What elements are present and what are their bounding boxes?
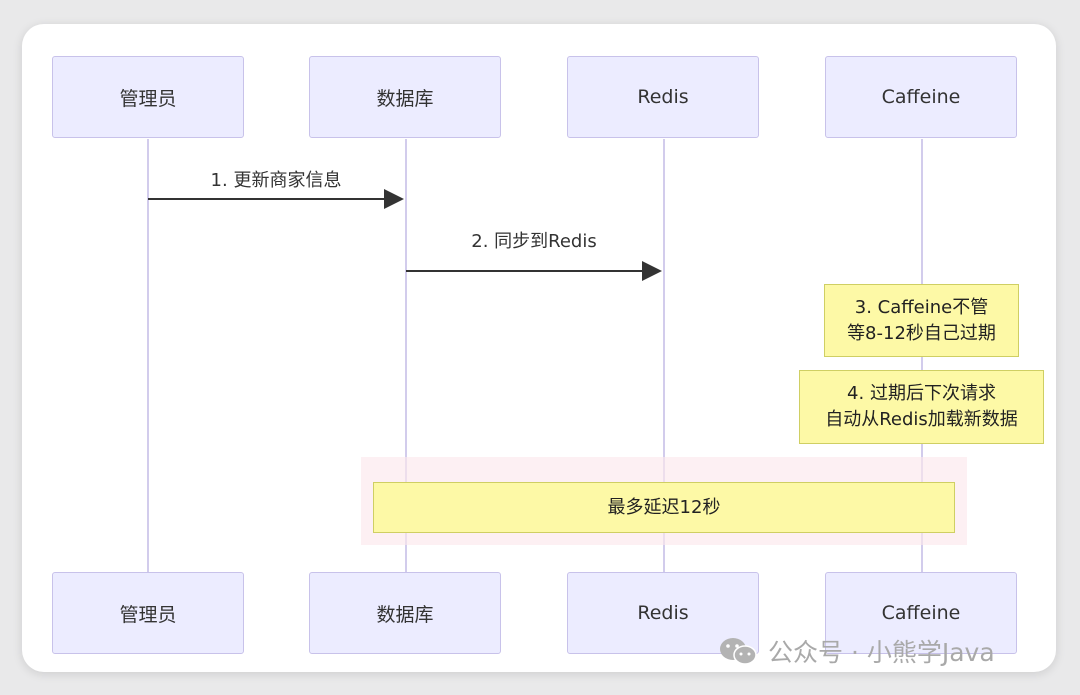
actor-label: Caffeine [881,86,961,108]
actor-label: Redis [637,86,689,108]
actor-bottom-admin: 管理员 [52,572,244,654]
actor-label: 数据库 [376,603,434,626]
actor-bottom-db: 数据库 [309,572,501,654]
note-caffeine-expire: 3. Caffeine不管 等8-12秒自己过期 [824,284,1019,357]
actor-top-db: 数据库 [309,56,501,138]
note-line: 自动从Redis加载新数据 [825,409,1018,430]
note-line: 最多延迟12秒 [607,496,721,518]
lifeline-admin [147,139,149,572]
note-reload-from-redis: 4. 过期后下次请求 自动从Redis加载新数据 [799,370,1044,444]
message-label-1: 1. 更新商家信息 [210,170,342,191]
actor-top-caffeine: Caffeine [825,56,1017,138]
message-label-2: 2. 同步到Redis [471,231,597,252]
note-line: 3. Caffeine不管 [854,296,989,318]
watermark: 公众号 · 小熊学Java [718,633,995,669]
actor-label: 管理员 [119,87,177,110]
actor-label: Caffeine [881,602,961,624]
note-line: 等8-12秒自己过期 [847,322,996,344]
actor-label: 数据库 [376,87,434,110]
wechat-icon [720,638,757,665]
actor-top-admin: 管理员 [52,56,244,138]
actor-label: Redis [637,602,689,624]
lifeline-db [405,139,407,572]
watermark-text: 公众号 · 小熊学Java [768,638,995,667]
lifeline-redis [663,139,665,572]
note-line: 4. 过期后下次请求 [847,383,996,404]
note-max-delay: 最多延迟12秒 [373,482,955,533]
actor-top-redis: Redis [567,56,759,138]
actor-label: 管理员 [119,603,177,626]
actor-bottom-caffeine: Caffeine [825,572,1017,654]
